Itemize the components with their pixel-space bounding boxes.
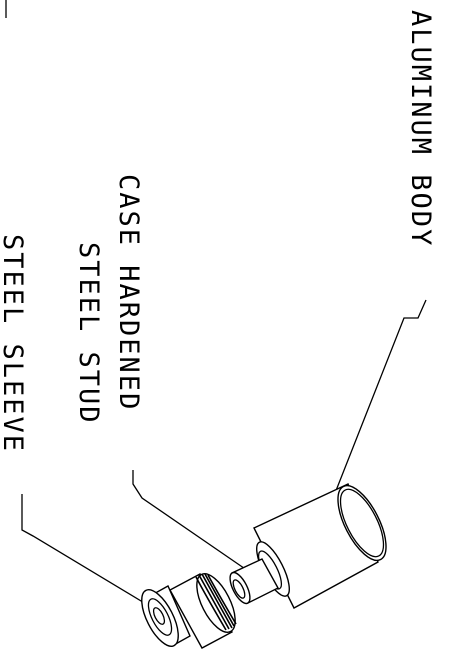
- leader-aluminum-body: [322, 299, 427, 521]
- label-steel-sleeve: STEEL SLEEVE: [0, 234, 28, 453]
- leader-case-hardened: [132, 470, 261, 580]
- aluminum-body-part: [253, 483, 387, 609]
- steel-stud-part: [229, 558, 279, 605]
- label-aluminum-body: ALUMINUM BODY: [405, 10, 436, 247]
- steel-sleeve-part: [141, 573, 237, 649]
- label-case-hardened: CASE HARDENED: [113, 174, 144, 411]
- label-steel-stud: STEEL STUD: [73, 242, 104, 425]
- leader-steel-sleeve: [21, 494, 162, 616]
- sleeve-threads: [195, 573, 237, 631]
